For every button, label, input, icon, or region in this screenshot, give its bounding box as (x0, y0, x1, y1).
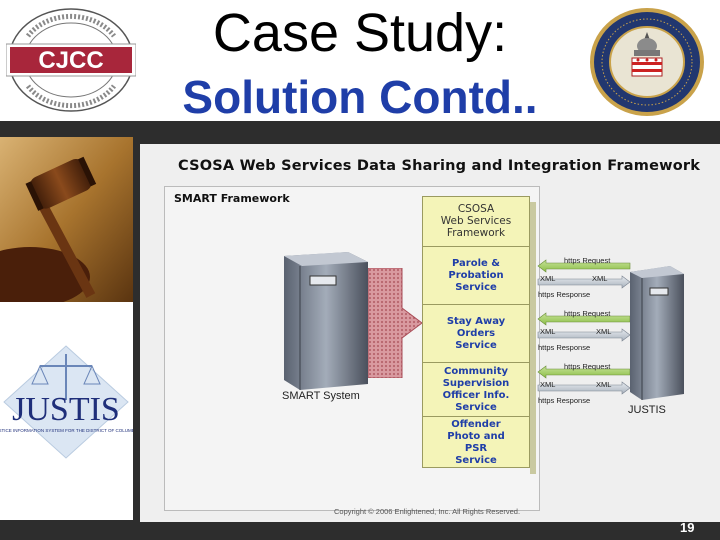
cjcc-logo: CJCC (6, 6, 136, 114)
https-response-label: https Response (538, 290, 590, 299)
https-request-label: https Request (564, 309, 610, 318)
smart-system-label: SMART System (282, 390, 360, 402)
smart-server-icon (278, 252, 372, 390)
slide-number: 19 (680, 520, 694, 535)
justis-logo-subtitle: JUSTICE INFORMATION SYSTEM FOR THE DISTR… (0, 428, 133, 433)
xml-label: XML (540, 274, 555, 283)
https-request-label: https Request (564, 256, 610, 265)
xml-label: XML (596, 380, 611, 389)
framework-diagram: CSOSA Web Services Data Sharing and Inte… (140, 144, 720, 522)
xml-label: XML (596, 327, 611, 336)
xml-label: XML (592, 274, 607, 283)
cjcc-logo-text: CJCC (38, 47, 103, 74)
framework-header-cell: CSOSA Web Services Framework (422, 196, 530, 246)
service-offender-photo-psr: Offender Photo and PSR Service (422, 416, 530, 468)
justis-logo: JUSTIS JUSTICE INFORMATION SYSTEM FOR TH… (0, 342, 133, 462)
https-response-label: https Response (538, 343, 590, 352)
smart-framework-label: SMART Framework (174, 192, 290, 205)
justis-server-icon (626, 266, 686, 400)
csosa-seal-logo (588, 6, 706, 118)
https-request-label: https Request (564, 362, 610, 371)
diagram-title: CSOSA Web Services Data Sharing and Inte… (178, 158, 700, 174)
gavel-photo (0, 137, 133, 302)
smart-to-framework-arrow (368, 268, 424, 378)
justis-system-label: JUSTIS (628, 404, 666, 416)
service-cso-info: Community Supervision Officer Info. Serv… (422, 362, 530, 416)
service-stay-away-orders: Stay Away Orders Service (422, 304, 530, 362)
https-response-label: https Response (538, 396, 590, 405)
justis-logo-text: JUSTIS (12, 391, 120, 428)
service-parole-probation: Parole & Probation Service (422, 246, 530, 304)
slide-subtitle: Solution Contd.. (160, 70, 560, 124)
slide-title: Case Study: (160, 2, 560, 64)
xml-label: XML (540, 380, 555, 389)
copyright-notice: Copyright © 2006 Enlightened, Inc. All R… (334, 507, 520, 516)
xml-label: XML (540, 327, 555, 336)
